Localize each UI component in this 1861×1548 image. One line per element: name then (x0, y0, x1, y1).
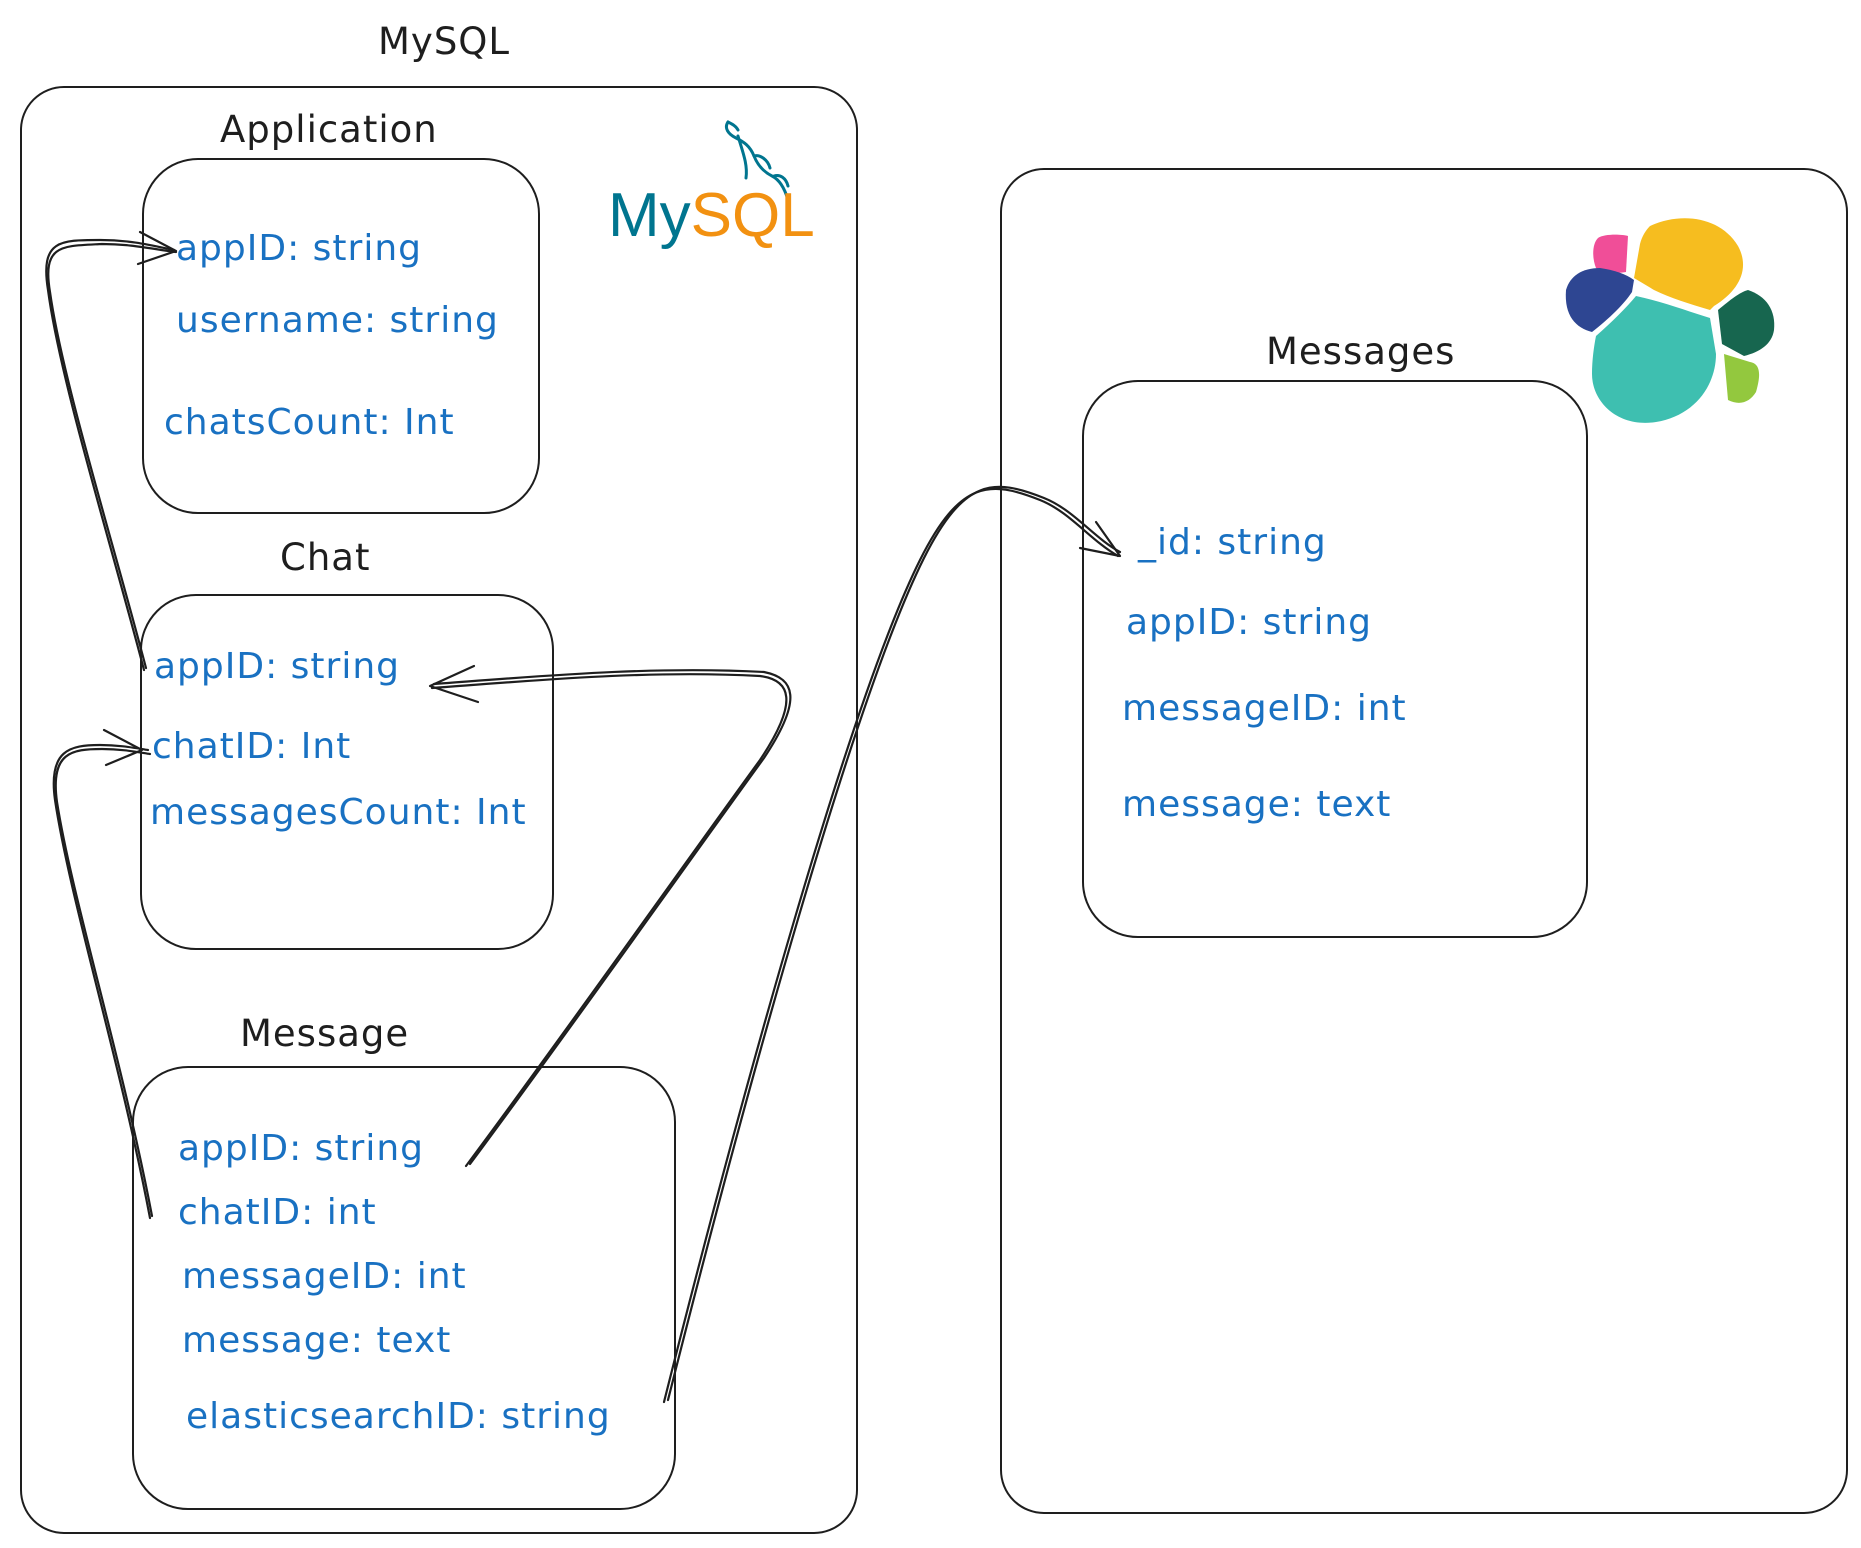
chat-title: Chat (280, 536, 371, 579)
mysql-logo-my: My (608, 181, 691, 250)
application-table (142, 158, 540, 514)
mysql-container (20, 86, 858, 1534)
arrow-message-appid-to-chat (430, 673, 788, 1168)
arrow-chat-appid-to-application (45, 238, 176, 672)
message-table (132, 1066, 676, 1510)
mysql-logo-sql: SQL (690, 181, 815, 250)
dolphin-icon (724, 120, 790, 202)
chat-field-messagescount: messagesCount: Int (150, 792, 527, 833)
arrowhead-messages-id (1078, 520, 1122, 558)
messages-field-message: message: text (1122, 784, 1392, 825)
message-field-chatid: chatID: int (178, 1192, 377, 1233)
application-title: Application (220, 108, 438, 151)
elasticsearch-container (1000, 168, 1848, 1514)
message-field-messageid: messageID: int (182, 1256, 467, 1297)
application-field-chatscount: chatsCount: Int (164, 402, 455, 443)
messages-field-messageid: messageID: int (1122, 688, 1407, 729)
message-field-elasticsearchid: elasticsearchID: string (186, 1396, 611, 1437)
elastic-logo-icon (1565, 218, 1775, 423)
chat-table (140, 594, 554, 950)
application-field-username: username: string (176, 300, 499, 341)
messages-field-id: _id: string (1138, 522, 1327, 563)
message-title: Message (240, 1012, 410, 1055)
application-field-appid: appID: string (176, 228, 423, 269)
mysql-logo: MySQL (608, 116, 818, 256)
chat-field-appid: appID: string (154, 646, 401, 687)
message-field-appid: appID: string (178, 1128, 425, 1169)
arrowhead-chat-chatid (102, 728, 144, 767)
mysql-title: MySQL (378, 20, 511, 63)
messages-index (1082, 380, 1588, 938)
message-field-message: message: text (182, 1320, 452, 1361)
chat-field-chatid: chatID: Int (152, 726, 352, 767)
arrow-message-esid-to-messages (662, 487, 1120, 1404)
arrow-message-chatid-to-chat (52, 743, 152, 1220)
messages-field-appid: appID: string (1126, 602, 1373, 643)
arrowhead-chat-appid (428, 664, 480, 704)
arrowhead-application (136, 230, 178, 266)
messages-index-title: Messages (1266, 330, 1456, 373)
